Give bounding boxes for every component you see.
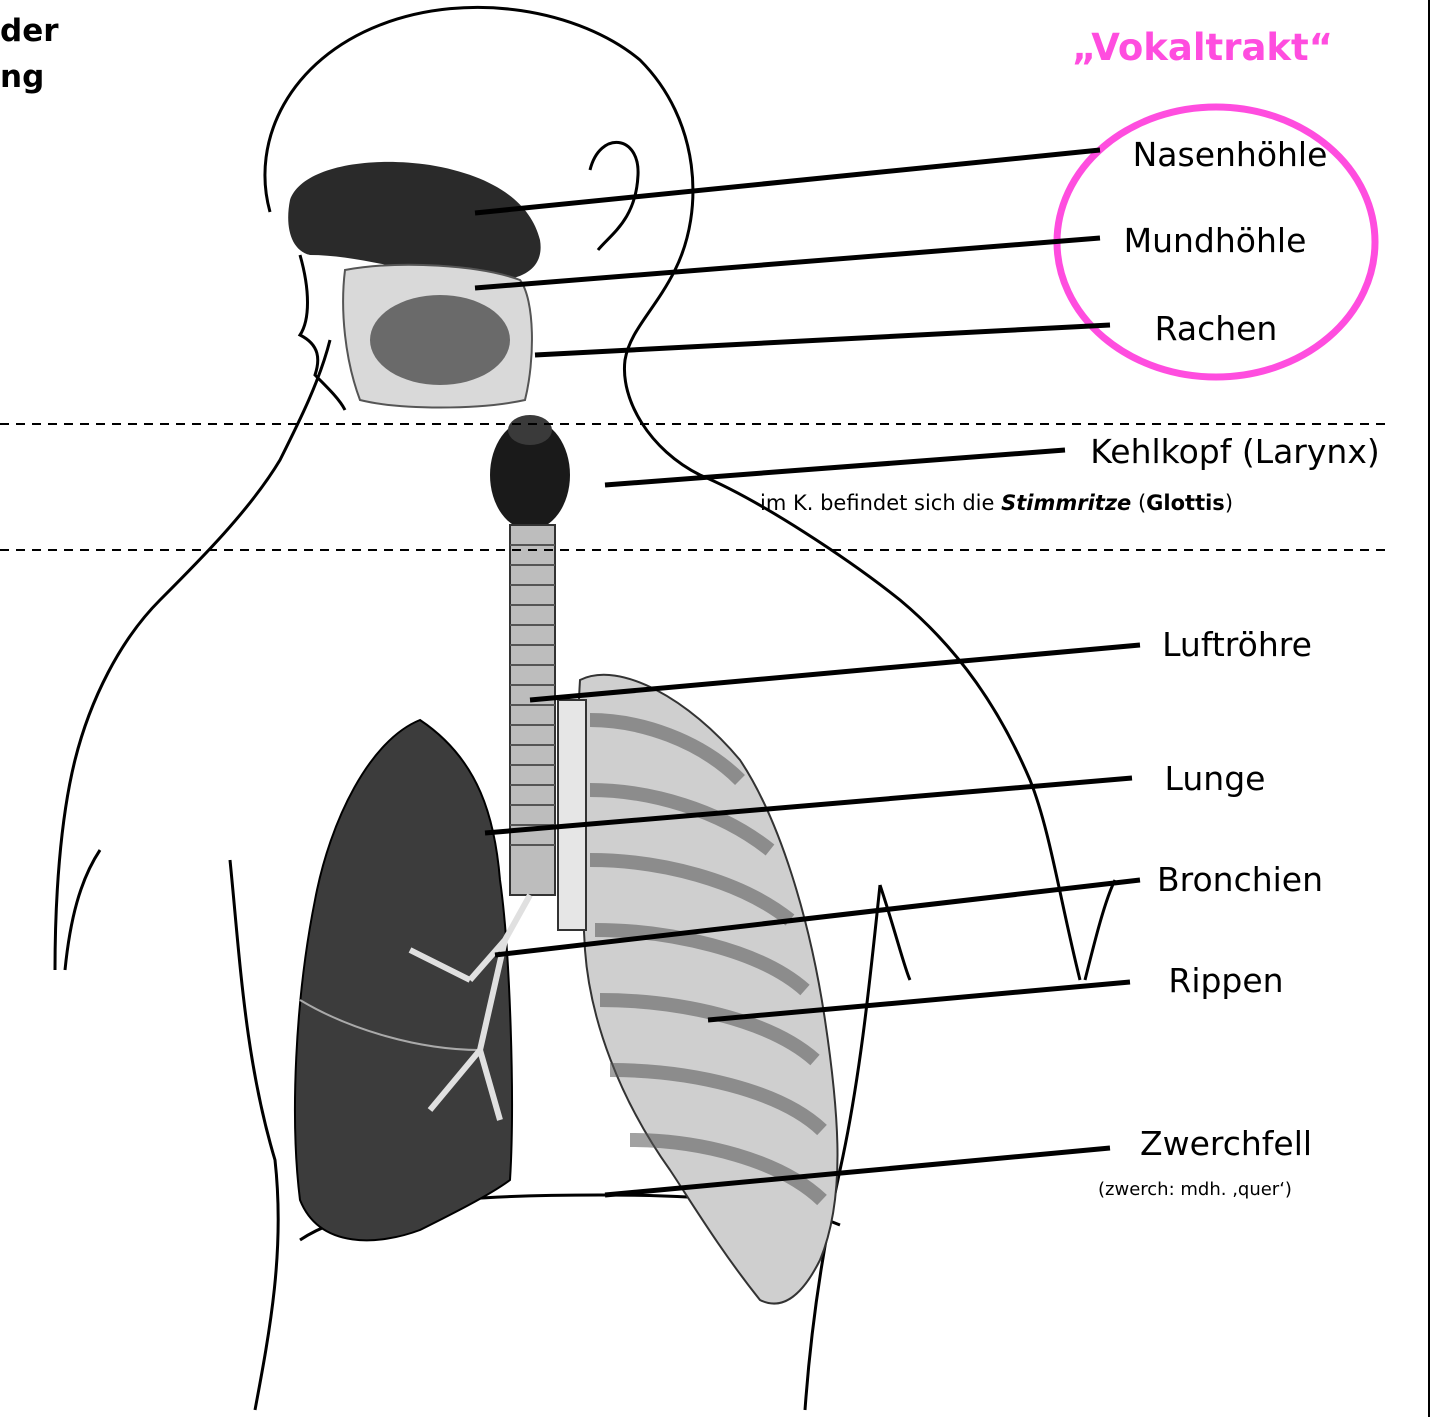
nasal-cavity-shape bbox=[288, 162, 540, 281]
leader-trachea bbox=[530, 645, 1140, 700]
left-arm-inner bbox=[230, 860, 278, 1410]
frame-border bbox=[1428, 0, 1430, 1417]
larynx-note-mid: ( bbox=[1131, 491, 1146, 515]
lung-shape bbox=[295, 720, 512, 1240]
label-ribs: Rippen bbox=[1168, 964, 1283, 997]
term-stimmritze: Stimmritze bbox=[1001, 491, 1131, 515]
larynx-upper bbox=[508, 415, 552, 445]
left-arm-outer bbox=[65, 850, 100, 970]
label-larynx-note: im K. befindet sich die Stimmritze (Glot… bbox=[760, 493, 1233, 514]
trachea-shape bbox=[510, 525, 555, 895]
label-trachea: Luftröhre bbox=[1162, 628, 1312, 661]
leader-oral bbox=[475, 238, 1100, 288]
sternum bbox=[558, 700, 586, 930]
larynx-note-pre: im K. befindet sich die bbox=[760, 491, 1001, 515]
label-pharynx: Rachen bbox=[1155, 312, 1278, 345]
label-diaphragm: Zwerchfell bbox=[1140, 1127, 1312, 1160]
vocal-tract-title: „Vokaltrakt“ bbox=[1072, 26, 1333, 69]
heading-line-1: der bbox=[0, 16, 59, 47]
label-lung: Lunge bbox=[1165, 762, 1266, 795]
term-glottis: Glottis bbox=[1146, 491, 1225, 515]
leader-larynx bbox=[605, 450, 1065, 485]
label-oral-cavity: Mundhöhle bbox=[1124, 224, 1307, 257]
leader-pharynx bbox=[535, 325, 1110, 355]
label-larynx: Kehlkopf (Larynx) bbox=[1090, 435, 1379, 468]
label-bronchi: Bronchien bbox=[1157, 863, 1323, 896]
label-nasal-cavity: Nasenhöhle bbox=[1133, 138, 1328, 171]
heading-line-2: ng bbox=[0, 62, 44, 93]
face-profile bbox=[300, 255, 345, 410]
leader-nasal bbox=[475, 150, 1100, 213]
label-diaphragm-note: (zwerch: mdh. ‚quer‘) bbox=[1098, 1181, 1292, 1199]
body-outline-left bbox=[55, 340, 330, 970]
tongue bbox=[370, 295, 510, 385]
larynx-note-post: ) bbox=[1225, 491, 1233, 515]
